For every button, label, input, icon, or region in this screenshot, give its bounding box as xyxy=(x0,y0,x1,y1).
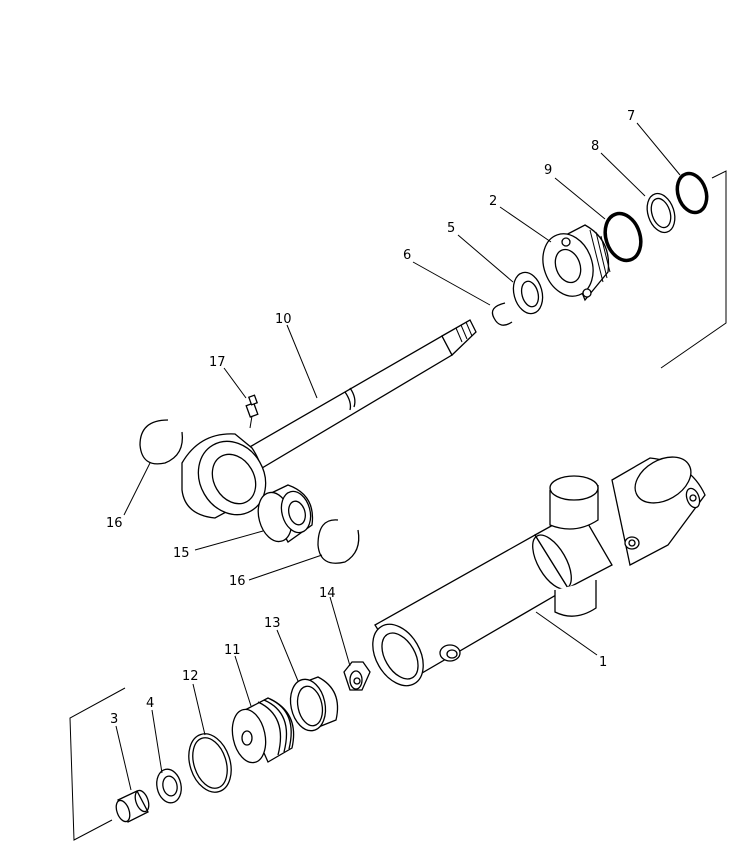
callout-10: 10 xyxy=(275,312,292,327)
part-3-collar xyxy=(115,789,150,823)
assembly-bracket-upper xyxy=(660,170,727,369)
part-15-spherical-bushing xyxy=(257,484,314,543)
callout-4: 4 xyxy=(146,696,154,711)
part-8-backup-ring xyxy=(646,192,676,234)
callout-3: 3 xyxy=(110,712,118,727)
part-7-o-ring xyxy=(675,171,709,215)
callout-15: 15 xyxy=(173,546,190,561)
callout-5: 5 xyxy=(447,221,455,236)
part-4-bushing xyxy=(156,768,182,804)
part-12-ring xyxy=(188,733,232,793)
part-10-piston-rod xyxy=(181,319,477,519)
callout-7: 7 xyxy=(627,109,635,124)
part-5-bushing xyxy=(512,271,544,315)
callout-12: 12 xyxy=(182,669,199,684)
callout-11: 11 xyxy=(224,643,241,658)
part-6-snap-ring xyxy=(491,302,513,326)
part-16-snap-ring-lower xyxy=(317,519,360,564)
part-1-cylinder-tube xyxy=(372,456,706,687)
callout-8: 8 xyxy=(591,139,599,154)
part-14-nut xyxy=(343,661,371,691)
callout-labels: 1 2 3 4 5 6 7 8 9 10 11 12 13 14 15 16 1… xyxy=(106,109,635,727)
callout-16-upper: 16 xyxy=(106,516,123,531)
leader-lines xyxy=(115,122,681,791)
callout-14: 14 xyxy=(319,586,336,601)
part-17-grease-fitting xyxy=(245,394,259,429)
callout-1: 1 xyxy=(599,655,607,670)
part-2-cylinder-head xyxy=(542,224,611,302)
callout-6: 6 xyxy=(403,248,411,263)
part-11-piston xyxy=(231,697,295,764)
part-13-wear-ring xyxy=(289,676,339,732)
callout-13: 13 xyxy=(264,616,281,631)
callout-17: 17 xyxy=(209,355,226,370)
callout-16-lower: 16 xyxy=(229,574,246,589)
part-16-snap-ring-upper xyxy=(139,419,184,465)
assembly-bracket-lower xyxy=(69,687,126,841)
callout-9: 9 xyxy=(544,163,552,178)
callout-2: 2 xyxy=(489,194,497,209)
part-9-o-ring xyxy=(603,211,643,263)
